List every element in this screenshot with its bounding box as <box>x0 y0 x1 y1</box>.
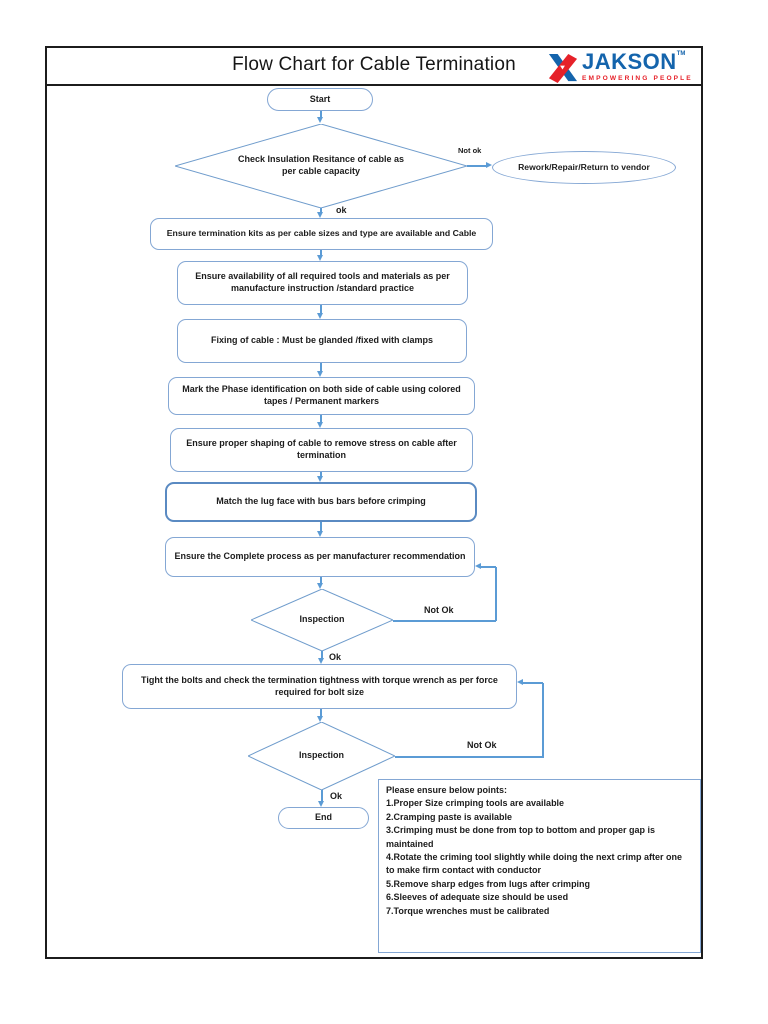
note-item: 1.Proper Size crimping tools are availab… <box>386 798 565 809</box>
note-item: 2.Cramping paste is available <box>386 811 513 822</box>
note-item: 6.Sleeves of adequate size should be use… <box>386 892 569 903</box>
label-ok-1: ok <box>336 205 347 215</box>
label-ok-3: Ok <box>330 791 343 801</box>
jakson-tagline: EMPOWERING PEOPLE <box>582 75 693 82</box>
jakson-logo-text: JAKSON TM EMPOWERING PEOPLE <box>582 49 693 83</box>
header-band <box>45 46 703 86</box>
decision-check-insulation: Check Insulation Resitance of cable as p… <box>175 124 467 208</box>
process-tools-availability: Ensure availability of all required tool… <box>177 261 468 305</box>
page-title: Flow Chart for Cable Termination <box>232 54 516 75</box>
jakson-logo: JAKSON TM EMPOWERING PEOPLE <box>546 51 693 84</box>
label-ok-2: Ok <box>329 652 342 662</box>
notes-title: Please ensure below points: <box>386 785 508 795</box>
note-item: 4.Rotate the criming tool slightly while… <box>386 852 683 876</box>
terminator-rework-vendor: Rework/Repair/Return to vendor <box>492 151 676 184</box>
process-cable-shaping: Ensure proper shaping of cable to remove… <box>170 428 473 472</box>
note-item: 5.Remove sharp edges from lugs after cri… <box>386 878 591 889</box>
decision-inspection-2: Inspection <box>248 722 395 790</box>
note-item: 3.Crimping must be done from top to bott… <box>386 825 655 849</box>
process-tighten-bolts: Tight the bolts and check the terminatio… <box>122 664 517 709</box>
diamond-shape <box>175 124 467 208</box>
x-arrows-logo-icon <box>548 53 578 84</box>
process-cable-fixing: Fixing of cable : Must be glanded /fixed… <box>177 319 467 363</box>
decision-inspection-1-label: Inspection <box>299 614 345 625</box>
notes-box: Please ensure below points: 1.Proper Siz… <box>378 779 701 953</box>
start-node: Start <box>267 88 373 111</box>
diamond-shape <box>251 589 393 651</box>
label-not-ok-2: Not Ok <box>424 605 454 615</box>
decision-inspection-1: Inspection <box>251 589 393 651</box>
diamond-shape <box>248 722 395 790</box>
label-not-ok-3: Not Ok <box>467 740 497 750</box>
jakson-trademark: TM <box>676 51 686 57</box>
jakson-brand-text: JAKSON <box>582 49 677 74</box>
decision-inspection-2-label: Inspection <box>298 750 344 761</box>
label-not-ok-1: Not ok <box>458 146 482 155</box>
process-termination-kits: Ensure termination kits as per cable siz… <box>150 218 493 250</box>
decision-check-insulation-label: Check Insulation Resitance of cable as p… <box>237 154 405 176</box>
end-node: End <box>278 807 369 829</box>
process-phase-identification: Mark the Phase identification on both si… <box>168 377 475 415</box>
note-item: 7.Torque wrenches must be calibrated <box>386 905 550 916</box>
process-complete-process: Ensure the Complete process as per manuf… <box>165 537 475 577</box>
process-lug-face-match: Match the lug face with bus bars before … <box>165 482 477 522</box>
